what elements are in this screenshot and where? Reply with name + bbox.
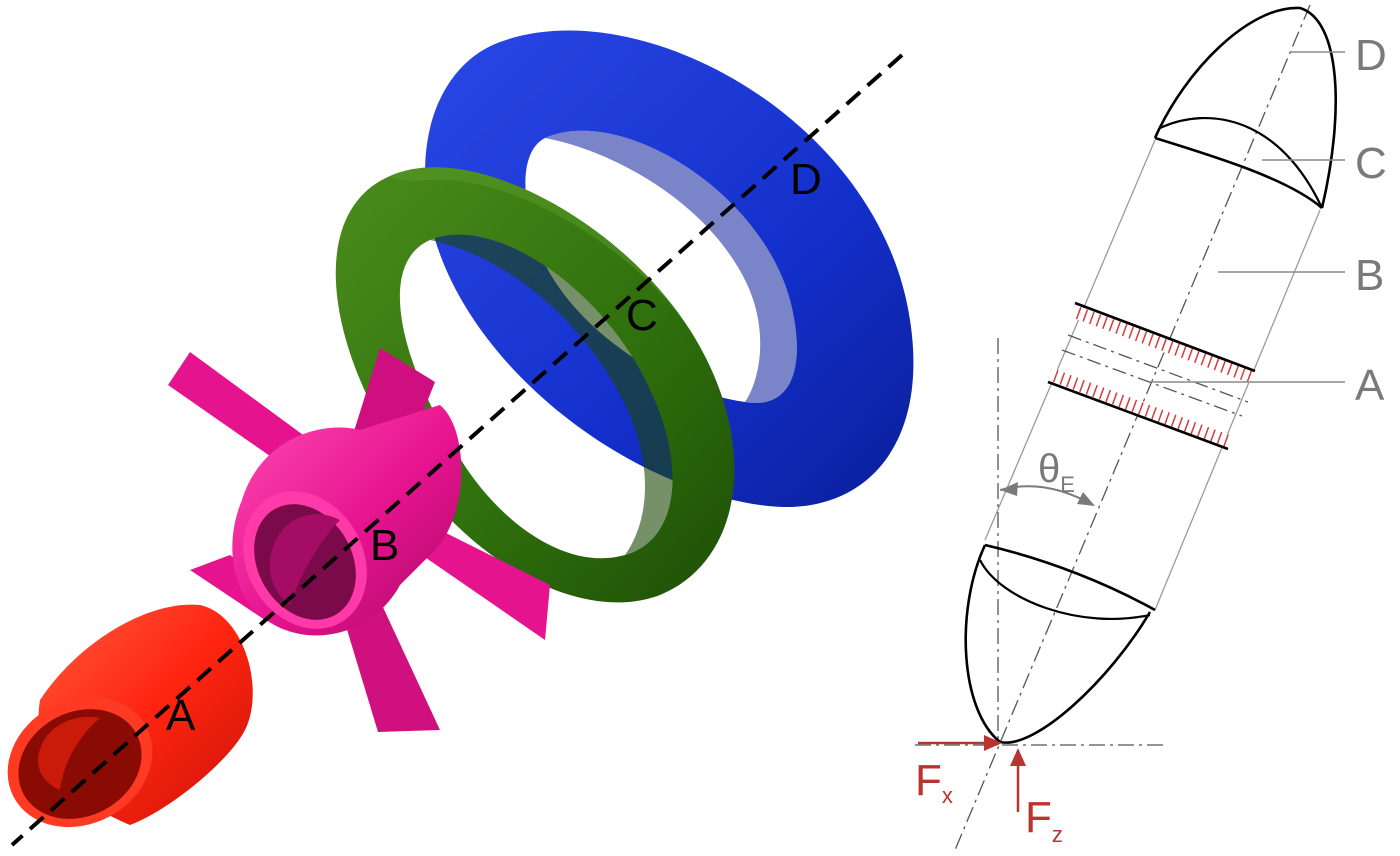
body-side-left xyxy=(984,139,1156,541)
exploded-axis xyxy=(10,53,904,847)
exploded-view: D C B A xyxy=(7,30,914,847)
body-side-right xyxy=(1154,209,1321,611)
band-dashed-2 xyxy=(1061,349,1243,417)
section-drawing: D C B A θE Fx Fz xyxy=(915,4,1387,851)
angle-label: θE xyxy=(1038,447,1075,497)
part-a-cylinder xyxy=(7,604,253,828)
band-dashed-1 xyxy=(1067,334,1249,403)
band-edge-1 xyxy=(1074,301,1256,373)
part-b-hub xyxy=(168,348,550,732)
part-b-label: B xyxy=(370,521,399,570)
upper-cap-outline xyxy=(1153,6,1337,209)
label-b: B xyxy=(1355,251,1384,300)
part-d-ring xyxy=(425,30,914,508)
band-hatch-upper xyxy=(1071,305,1255,384)
band-edge-2 xyxy=(1047,380,1229,451)
upper-cap-inner xyxy=(1159,117,1323,209)
label-d: D xyxy=(1355,31,1387,80)
force-fz-label: Fz xyxy=(1025,793,1063,847)
force-fx-arrowhead xyxy=(984,735,1002,751)
part-c-label: C xyxy=(626,291,658,340)
body-axis xyxy=(954,4,1311,851)
angle-arrow-left xyxy=(1000,482,1018,496)
upper-cap-cut xyxy=(1154,136,1323,209)
part-a-label: A xyxy=(166,691,196,740)
part-d-label: D xyxy=(790,155,822,204)
angle-arrow-right xyxy=(1077,492,1095,506)
force-fx-label: Fx xyxy=(915,756,953,808)
force-fz-arrowhead xyxy=(1010,748,1026,766)
lower-cap-cut xyxy=(984,543,1156,612)
lower-cap-outline xyxy=(964,544,1152,744)
lower-cap-inner xyxy=(979,559,1151,620)
band-hatch-lower xyxy=(1048,368,1232,448)
label-a: A xyxy=(1355,361,1385,410)
label-c: C xyxy=(1355,139,1387,188)
